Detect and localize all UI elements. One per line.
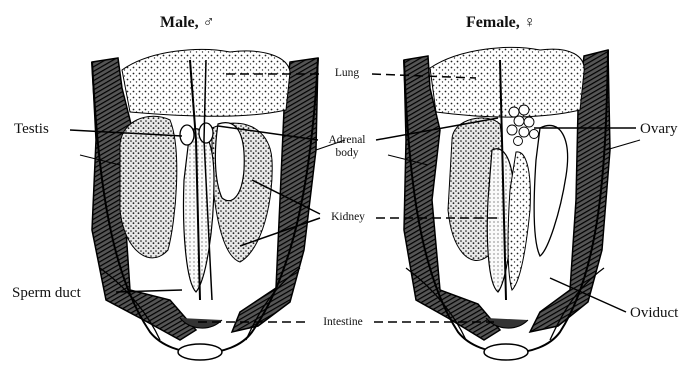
label-adrenal-body: Adrenal body xyxy=(316,134,378,160)
label-testis: Testis xyxy=(14,121,49,137)
label-intestine: Intestine xyxy=(312,316,374,329)
label-adrenal-line1: Adrenal xyxy=(328,134,365,146)
label-sperm-duct: Sperm duct xyxy=(12,285,81,301)
label-ovary: Ovary xyxy=(640,121,678,137)
female-panel-title: Female, ♀ xyxy=(466,14,536,32)
label-lung: Lung xyxy=(326,67,368,80)
label-adrenal-line2: body xyxy=(336,147,359,159)
male-specimen xyxy=(80,49,345,360)
female-specimen xyxy=(388,47,640,360)
label-oviduct: Oviduct xyxy=(630,305,678,321)
label-kidney: Kidney xyxy=(322,211,374,224)
male-panel-title: Male, ♂ xyxy=(160,14,215,32)
